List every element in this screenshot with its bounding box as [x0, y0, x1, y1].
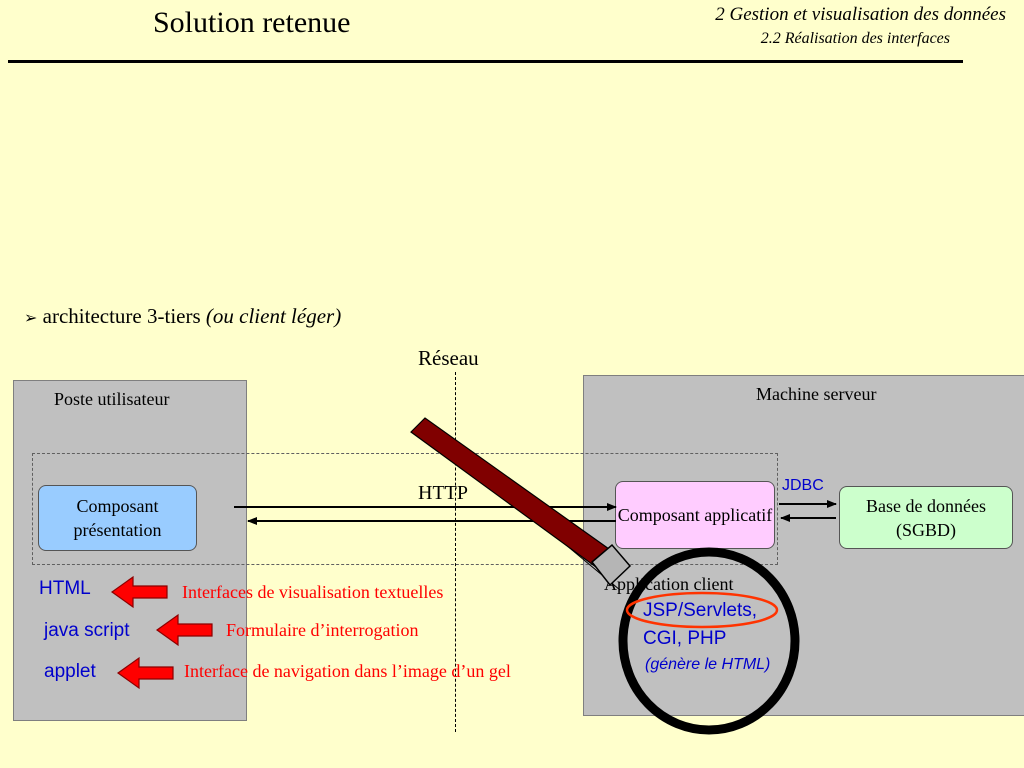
- presentation-component-label: Composant présentation: [73, 496, 162, 540]
- bullet-italic: (ou client léger): [205, 304, 342, 328]
- database-box: Base de données (SGBD): [839, 486, 1013, 549]
- bullet-text: architecture 3-tiers: [42, 304, 206, 328]
- client-panel-title: Poste utilisateur: [54, 389, 170, 409]
- server-panel-title: Machine serveur: [756, 384, 877, 404]
- network-label: Réseau: [418, 346, 479, 370]
- magnifier-lens-icon: [618, 547, 800, 735]
- tech-html: HTML: [39, 578, 91, 599]
- application-component-box: Composant applicatif: [615, 481, 775, 549]
- tech-javascript: java script: [44, 620, 130, 641]
- magnifier-collar-icon: [590, 543, 632, 587]
- highlight-ellipse-icon: [625, 591, 779, 629]
- bullet-arrow-icon: ➢: [24, 308, 38, 327]
- red-arrow-javascript-icon: [155, 613, 213, 647]
- network-divider-line: [455, 372, 456, 732]
- tier-dashed-frame: [32, 453, 778, 565]
- server-app-line1: JSP/Servlets,: [643, 600, 758, 621]
- application-component-label: Composant applicatif: [617, 505, 773, 525]
- desc-javascript: Formulaire d’interrogation: [226, 620, 419, 640]
- jdbc-label: JDBC: [782, 477, 824, 494]
- subsection-breadcrumb: 2.2 Réalisation des interfaces: [760, 30, 950, 47]
- header-rule: [8, 60, 963, 63]
- desc-applet: Interface de navigation dans l’image d’u…: [184, 661, 511, 681]
- red-arrow-html-icon: [110, 575, 168, 609]
- magnifier-handle-icon: [410, 417, 617, 571]
- presentation-component-box: Composant présentation: [38, 485, 197, 551]
- database-label: Base de données (SGBD): [866, 495, 986, 540]
- server-app-note: (génère le HTML): [645, 656, 771, 673]
- section-breadcrumb: 2 Gestion et visualisation des données: [715, 4, 1006, 25]
- desc-html: Interfaces de visualisation textuelles: [182, 582, 444, 602]
- architecture-bullet: ➢ architecture 3-tiers (ou client léger): [24, 304, 341, 329]
- http-label: HTTP: [418, 482, 468, 504]
- page-title: Solution retenue: [153, 6, 351, 39]
- tech-applet: applet: [44, 661, 96, 682]
- server-app-line2: CGI, PHP: [643, 628, 727, 649]
- red-arrow-applet-icon: [116, 656, 174, 690]
